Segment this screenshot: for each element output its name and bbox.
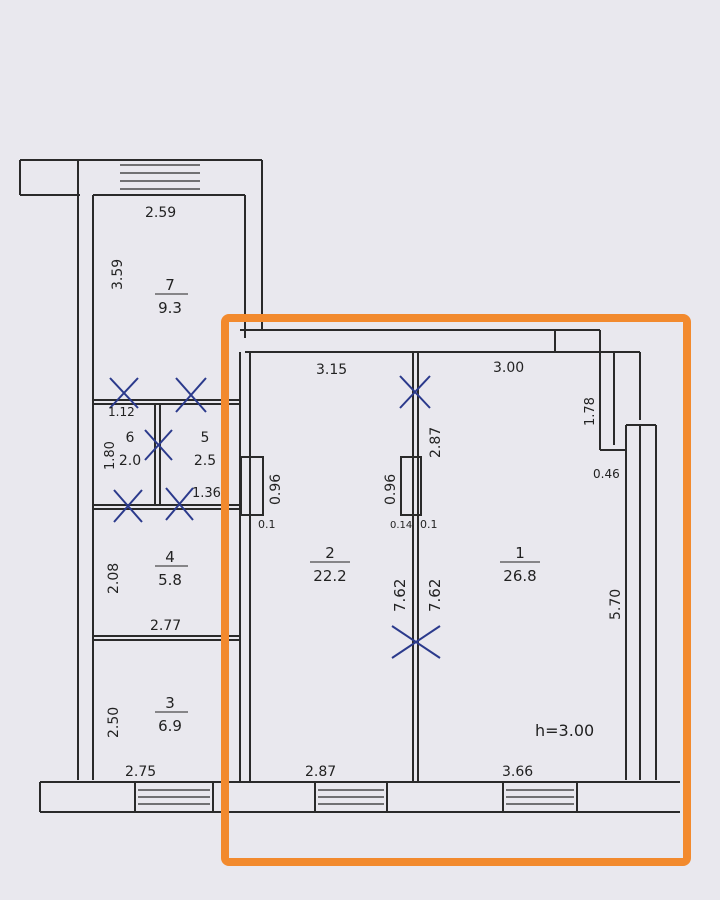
dim-col-right-gap-a: 0.14 — [390, 520, 412, 531]
dim-col-right-height: 0.96 — [383, 474, 399, 505]
dim-col-left-gap: 0.1 — [258, 518, 276, 531]
room-3-area: 6.9 — [158, 717, 182, 735]
cross-mark — [109, 377, 139, 409]
dim-niche-width: 0.46 — [593, 467, 620, 481]
ceiling-height: h=3.00 — [535, 721, 594, 740]
room-6-number: 6 — [126, 430, 135, 446]
demolition-marks — [109, 375, 441, 659]
dim-room1-height: 7.62 — [426, 579, 444, 612]
dim-room5-width: 1.36 — [192, 486, 221, 501]
room-labels: 7 9.3 6 2.0 5 2.5 4 5.8 3 6.9 2 22.2 1 2… — [119, 276, 540, 735]
room-3-number: 3 — [165, 694, 175, 712]
cross-mark — [113, 489, 143, 523]
room-7-area: 9.3 — [158, 299, 182, 317]
cross-mark — [175, 377, 207, 413]
room-5-number: 5 — [201, 430, 210, 446]
column-left — [240, 456, 264, 516]
windows — [120, 164, 574, 805]
column-right — [400, 456, 422, 516]
dim-room6-width: 1.12 — [108, 405, 135, 419]
room-6-area: 2.0 — [119, 453, 141, 469]
dim-room1-partition: 2.87 — [428, 427, 444, 458]
cross-mark — [165, 487, 194, 521]
dim-bottom-left: 2.75 — [125, 764, 156, 780]
room-1-number: 1 — [515, 544, 525, 562]
room-7-number: 7 — [165, 276, 175, 294]
room-2-area: 22.2 — [313, 567, 346, 585]
dim-room6-height: 1.80 — [103, 441, 118, 470]
dim-col-right-gap-b: 0.1 — [420, 518, 438, 531]
cross-mark — [391, 625, 441, 659]
highlight-box — [221, 314, 691, 866]
cross-mark — [399, 375, 431, 409]
dim-room4-height: 2.08 — [106, 563, 122, 594]
dim-bottom-mid: 2.87 — [305, 764, 336, 780]
room-4-area: 5.8 — [158, 571, 182, 589]
dim-col-left-height: 0.96 — [268, 474, 284, 505]
dim-room7-height: 3.59 — [110, 259, 126, 290]
columns — [240, 456, 422, 516]
room-4-number: 4 — [165, 548, 175, 566]
dimension-labels: 2.59 3.59 1.12 1.80 1.36 2.08 2.77 2.50 … — [103, 205, 624, 780]
dim-niche-height: 1.78 — [583, 397, 598, 426]
dim-top-room2: 3.15 — [316, 362, 347, 378]
dim-room3-height: 2.50 — [106, 707, 122, 738]
dim-room7-width: 2.59 — [145, 205, 176, 221]
dim-top-room1: 3.00 — [493, 360, 524, 376]
cross-mark — [144, 429, 173, 461]
room-2-number: 2 — [325, 544, 335, 562]
dim-room3-width: 2.77 — [150, 618, 181, 634]
room-5-area: 2.5 — [194, 453, 216, 469]
dim-right-height: 5.70 — [608, 589, 624, 620]
room-1-area: 26.8 — [503, 567, 536, 585]
window-bottom-right — [506, 789, 574, 805]
window-bottom-mid — [318, 789, 384, 805]
walls — [19, 159, 680, 813]
dim-bottom-right: 3.66 — [502, 764, 533, 780]
window-top — [120, 164, 200, 190]
dim-room2-height: 7.62 — [391, 579, 409, 612]
window-bottom-left — [138, 789, 210, 805]
